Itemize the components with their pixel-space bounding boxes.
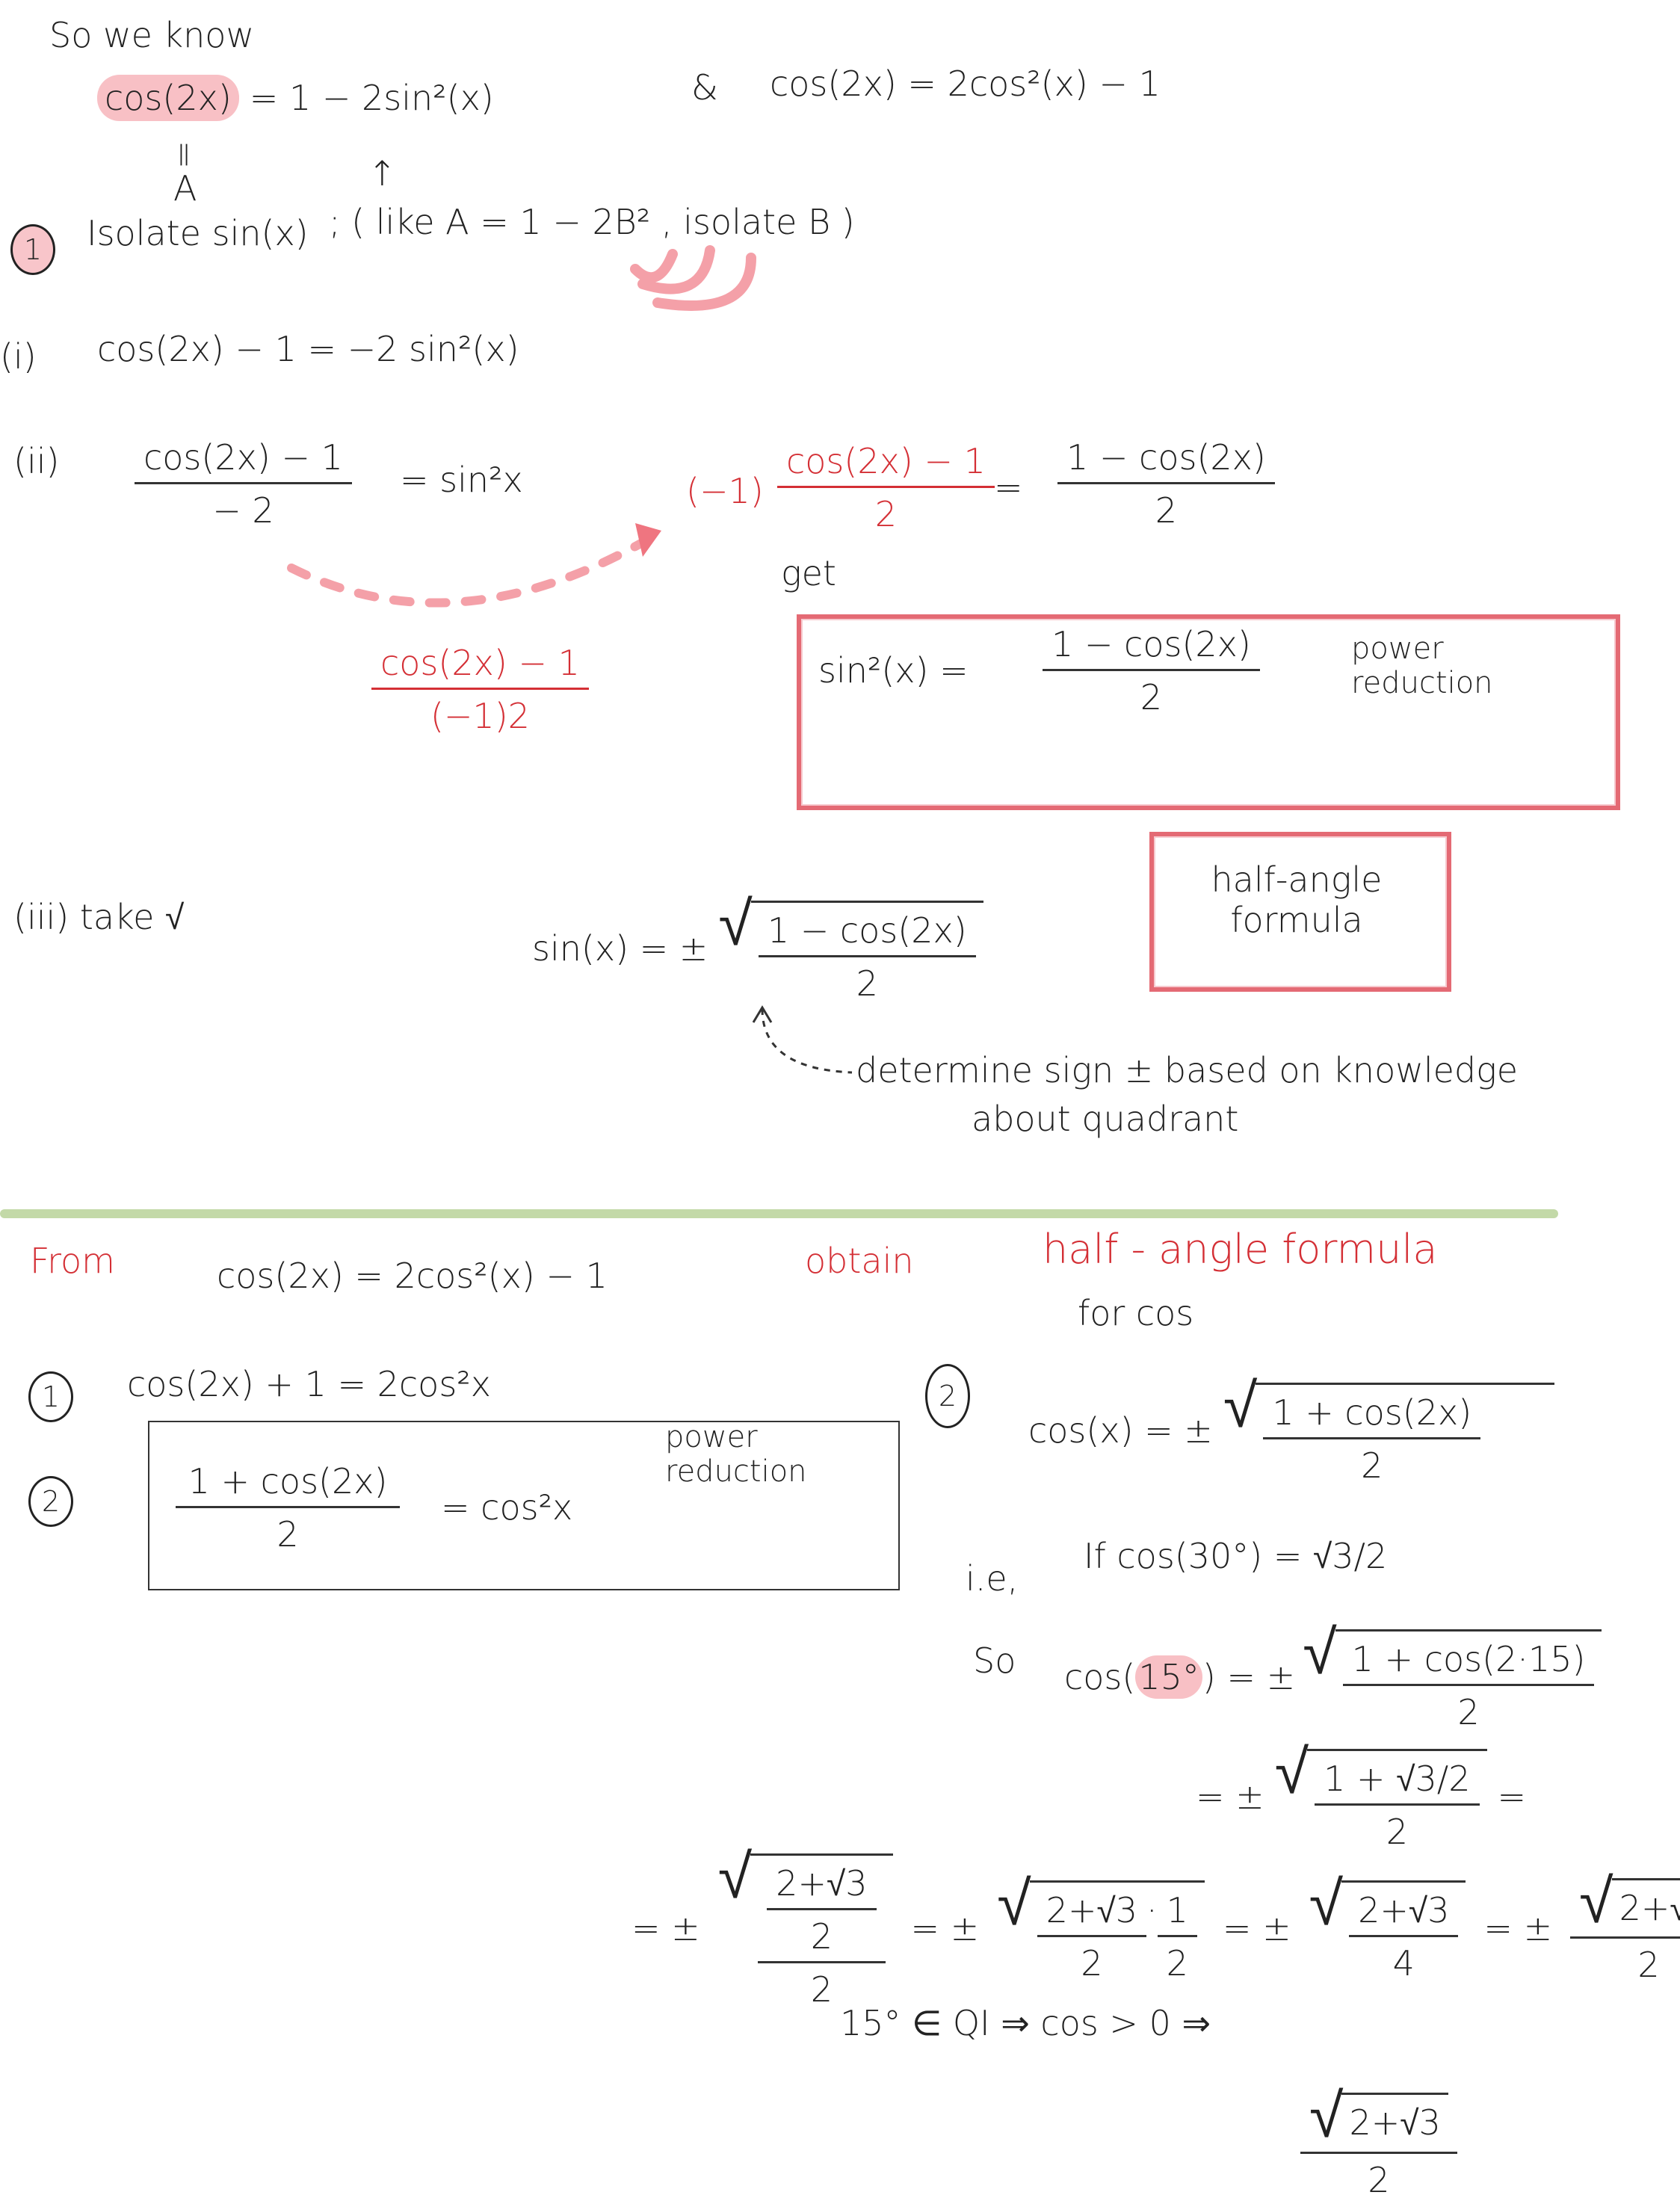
equals: = [994,467,1023,507]
emphasis-marks-icon [630,245,756,311]
ie-label: i.e, [966,1558,1019,1599]
dashed-arrow-icon [287,523,661,608]
step-iii-label: (iii) take √ [13,897,185,937]
step-i-label: (i) [0,336,37,377]
result-fraction: 1 − cos(2x)2 [1057,437,1275,531]
bottom-eq-1: cos(2x) + 1 = 2cos²x [127,1364,491,1404]
power-reduction-box [797,614,1620,810]
arrow-up-icon: ↑ [368,153,397,194]
isolate-hint: ; ( like A = 1 − 2B² , isolate B ) [329,202,855,242]
cos15-equation: cos( 15° ) = ± √1 + cos(2·15)2 [1064,1621,1602,1732]
bottom-fraction: 1 + cos(2x)2 [176,1461,400,1555]
side-red-fraction: cos(2x) − 1(−1)2 [371,643,589,736]
and-symbol: & [691,67,718,108]
half-angle-sin: sin(x) = ± √1 − cos(2x)2 [532,892,983,1004]
power-reduction-label: power reduction [1351,632,1493,700]
bottom-step-2: 2 [28,1476,73,1527]
identity-2: cos(2x) = 2cos²(x) − 1 [770,64,1161,104]
get-text: get [781,553,836,593]
power-lhs: sin²(x) = [818,650,969,691]
step-ii-fraction: cos(2x) − 1− 2 [135,437,352,531]
bottom-identity: cos(2x) = 2cos²(x) − 1 [217,1256,608,1296]
equals-mark: = [164,140,206,170]
so-label: So [973,1640,1016,1681]
isolate-text: Isolate sin(x) [87,213,309,253]
step-number-1: 1 [10,224,55,275]
step-i-equation: cos(2x) − 1 = −2 sin²(x) [97,329,519,369]
step-ii-label: (ii) [13,441,60,481]
neg-one-factor: (−1) [686,471,764,511]
half-angle-cos: cos(x) = ± √1 + cos(2x)2 [1028,1374,1555,1486]
dashed-pointer-icon [752,1005,853,1074]
identity-1: cos(2x) = 1 − 2sin²(x) [97,75,494,121]
power-fraction: 1 − cos(2x)2 [1043,624,1260,717]
if-cos30: If cos(30°) = √3/2 [1084,1536,1388,1576]
bottom-step-3: 2 [925,1364,970,1428]
step-ii-rhs: = sin²x [400,460,523,500]
conclusion: 15° ∈ QI ⇒ cos > 0 ⇒ [840,2003,1211,2043]
label-a: A [173,168,197,209]
highlighted-cos2x: cos(2x) [97,75,239,121]
bottom-step-1: 1 [28,1371,73,1422]
half-angle-label: half-angle formula [1211,859,1383,940]
bottom-power-box [148,1421,900,1590]
half-angle-box [1149,832,1451,992]
note-line-1: determine sign ± based on knowledge [856,1050,1519,1090]
bottom-power-label: power reduction [665,1420,807,1489]
intro-text: So we know [49,15,255,55]
note-line-2: about quadrant [972,1099,1239,1139]
half-angle-title: half - angle formula [1043,1226,1438,1273]
section-divider [0,1209,1558,1218]
obtain-label: obtain [805,1241,914,1281]
bottom-rhs: = cos²x [441,1487,573,1528]
for-cos-label: for cos [1078,1293,1194,1333]
from-label: From [30,1241,115,1281]
